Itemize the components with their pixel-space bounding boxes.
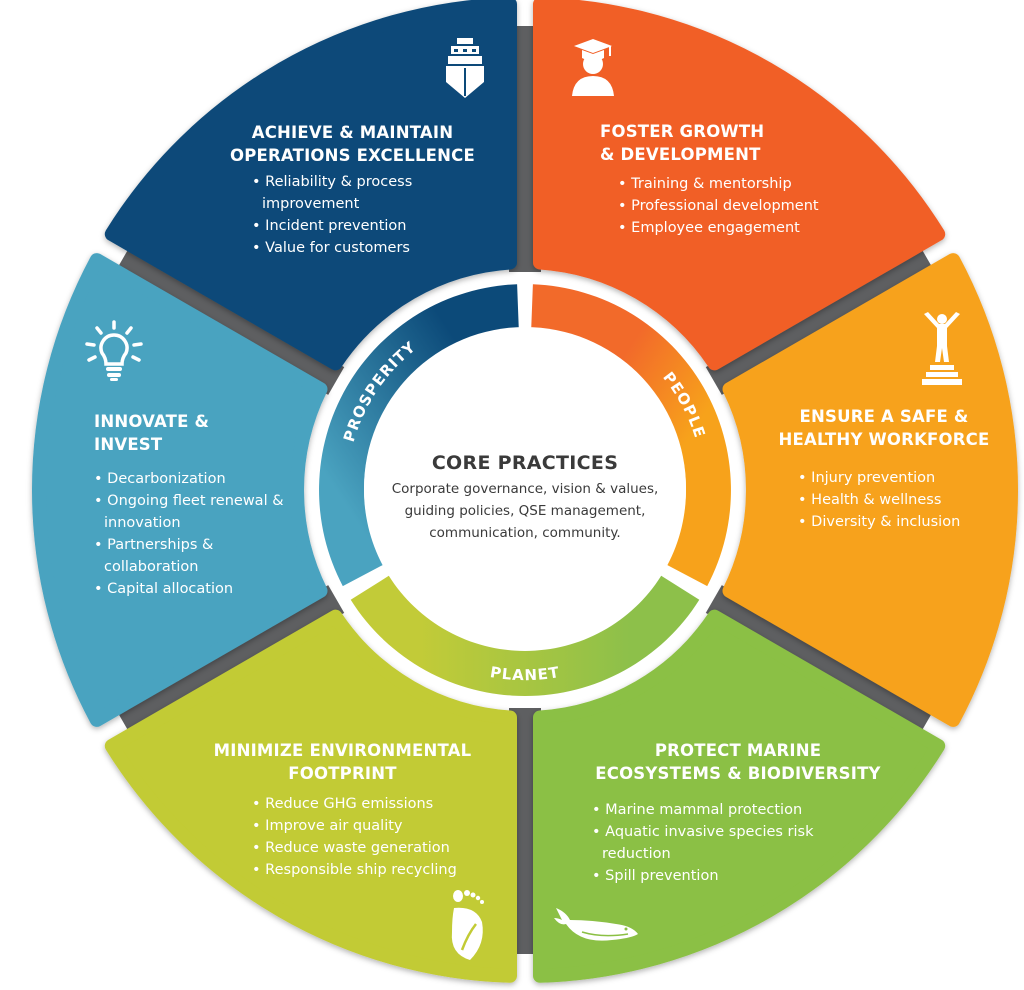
bullet-item: Employee engagement	[618, 217, 860, 239]
bullet-item: Value for customers	[252, 237, 442, 259]
connector-bar	[705, 585, 935, 736]
bullet-list: Marine mammal protection Aquatic invasiv…	[592, 799, 842, 887]
segment-safe-workforce: ENSURE A SAFE &HEALTHY WORKFORCE Injury …	[764, 405, 1004, 533]
bullet-list: Decarbonization Ongoing fleet renewal & …	[94, 468, 289, 600]
core-practices: CORE PRACTICES Corporate governance, vis…	[365, 452, 685, 544]
core-circle	[364, 327, 686, 649]
connector-bar	[705, 244, 935, 395]
bullet-item: Reduce GHG emissions	[252, 793, 490, 815]
bullet-item: Diversity & inclusion	[798, 511, 1004, 533]
segment-title: INNOVATE &INVEST	[94, 412, 210, 454]
bullet-item: Reliability & process improvement	[252, 171, 442, 215]
bullet-item: Reduce waste generation	[252, 837, 490, 859]
bullet-item: Decarbonization	[94, 468, 289, 490]
segment-growth-development: FOSTER GROWTH& DEVELOPMENT Training & me…	[600, 120, 860, 239]
ring-label-planet: PLANET	[489, 663, 561, 684]
ring-arc-people	[531, 284, 731, 587]
bullet-item: Partnerships & collaboration	[94, 534, 289, 578]
bullet-item: Ongoing fleet renewal & innovation	[94, 490, 289, 534]
core-title: CORE PRACTICES	[431, 452, 619, 474]
bullet-item: Improve air quality	[252, 815, 490, 837]
bullet-item: Responsible ship recycling	[252, 859, 490, 881]
bullet-item: Spill prevention	[592, 865, 842, 887]
bullet-list: Training & mentorship Professional devel…	[618, 173, 860, 239]
bullet-item: Aquatic invasive species risk reduction	[592, 821, 842, 865]
graduate-icon	[572, 39, 614, 96]
bullet-item: Training & mentorship	[618, 173, 860, 195]
segment-title: ENSURE A SAFE &HEALTHY WORKFORCE	[778, 407, 990, 449]
ring-arc-prosperity	[319, 284, 519, 587]
ship-icon	[446, 38, 484, 98]
segment-title: FOSTER GROWTH& DEVELOPMENT	[600, 122, 765, 164]
bullet-item: Marine mammal protection	[592, 799, 842, 821]
core-text: Corporate governance, vision & values, g…	[391, 481, 659, 541]
whale-icon	[554, 908, 638, 941]
bullet-item: Professional development	[618, 195, 860, 217]
lightbulb-icon	[85, 320, 143, 381]
footprint-leaf-icon	[451, 890, 484, 960]
ring-arc-planet	[350, 575, 700, 697]
segment-innovate-invest: INNOVATE &INVEST Decarbonization Ongoing…	[94, 410, 294, 600]
connector-bar	[115, 585, 345, 736]
bullet-list: Reduce GHG emissions Improve air quality…	[252, 793, 490, 881]
bullet-list: Reliability & process improvement Incide…	[252, 171, 442, 259]
bullet-list: Injury prevention Health & wellness Dive…	[798, 467, 1004, 533]
connector-bar	[115, 244, 345, 395]
bullet-item: Capital allocation	[94, 578, 289, 600]
bullet-item: Incident prevention	[252, 215, 442, 237]
podium-person-icon	[922, 312, 962, 385]
bullet-item: Injury prevention	[798, 467, 1004, 489]
bullet-item: Health & wellness	[798, 489, 1004, 511]
